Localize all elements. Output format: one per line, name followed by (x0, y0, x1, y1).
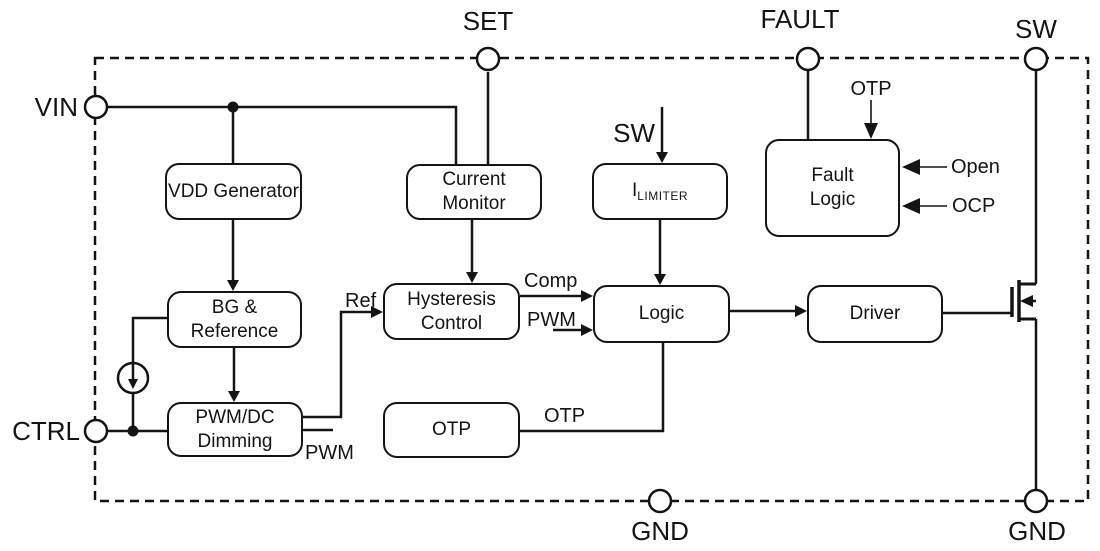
signal-label-otp-wire: OTP (544, 405, 586, 427)
pin-label-sw: SW (1015, 14, 1057, 44)
i-limiter-label: ILIMITER (631, 180, 689, 203)
i-limiter-subscript: LIMITER (637, 189, 689, 203)
wire-otp-to-logic (520, 343, 665, 433)
arrow-logic-to-driver (795, 305, 807, 317)
wire-vin-bus (107, 105, 458, 164)
junction-dot-vin (227, 101, 239, 113)
block-vdd-generator: VDD Generator (165, 163, 302, 220)
signal-label-ocp: OCP (952, 195, 996, 217)
current-source-arrow-head (128, 379, 138, 389)
pin-ctrl-circle (83, 418, 109, 444)
signal-label-otp-fault: OTP (850, 78, 892, 100)
pin-gnd-left-circle (647, 488, 673, 514)
arrow-open (902, 159, 920, 175)
wire-ref (303, 310, 372, 419)
block-fault-logic: Fault Logic (765, 139, 900, 237)
signal-label-pwm-dim: PWM (305, 442, 354, 464)
arrow-comp (581, 290, 593, 302)
pin-label-gnd-right: GND (1008, 516, 1066, 546)
signal-label-sw-internal: SW (613, 118, 655, 148)
signal-label-open: Open (951, 156, 1000, 178)
arrow-vddgen-to-bgref (227, 280, 239, 291)
pin-vin-circle (83, 94, 109, 120)
block-current-monitor: Current Monitor (406, 164, 542, 220)
pin-gnd-right-circle (1023, 488, 1049, 514)
arrow-ilimiter-to-logic (654, 274, 666, 285)
pin-label-set: SET (462, 6, 514, 36)
pin-label-ctrl: CTRL (12, 416, 80, 446)
block-driver: Driver (807, 285, 943, 343)
arrow-ref (371, 306, 383, 318)
signal-label-ref: Ref (345, 290, 377, 312)
chip-boundary (93, 56, 1090, 503)
pin-label-gnd-left: GND (631, 516, 689, 546)
nmos-transistor (1010, 70, 1038, 490)
arrow-cmon-to-hysteresis (466, 272, 478, 283)
signal-label-pwm-logic: PWM (527, 309, 576, 331)
arrow-bgref-to-pwmdim (228, 391, 240, 402)
signal-label-comp: Comp (524, 270, 578, 292)
pin-sw-circle (1023, 46, 1049, 72)
pin-label-fault: FAULT (760, 4, 840, 34)
block-pwm-dc-dimming: PWM/DC Dimming (167, 402, 303, 457)
junction-dot-ctrl (127, 425, 139, 437)
mosfet-body-arrow (1020, 295, 1033, 307)
block-otp: OTP (383, 402, 520, 458)
block-hysteresis-control: Hysteresis Control (383, 283, 520, 340)
pin-set-circle (475, 46, 501, 72)
arrow-otp-to-faultlogic (864, 123, 878, 139)
arrow-sw-to-ilimiter (656, 152, 668, 163)
block-logic: Logic (593, 285, 730, 343)
arrow-ocp (902, 198, 920, 214)
arrow-pwm-to-logic (581, 324, 593, 336)
block-i-limiter: ILIMITER (592, 163, 728, 220)
pin-label-vin: VIN (34, 92, 78, 122)
block-bg-reference: BG & Reference (167, 291, 302, 348)
pin-fault-circle (795, 46, 821, 72)
